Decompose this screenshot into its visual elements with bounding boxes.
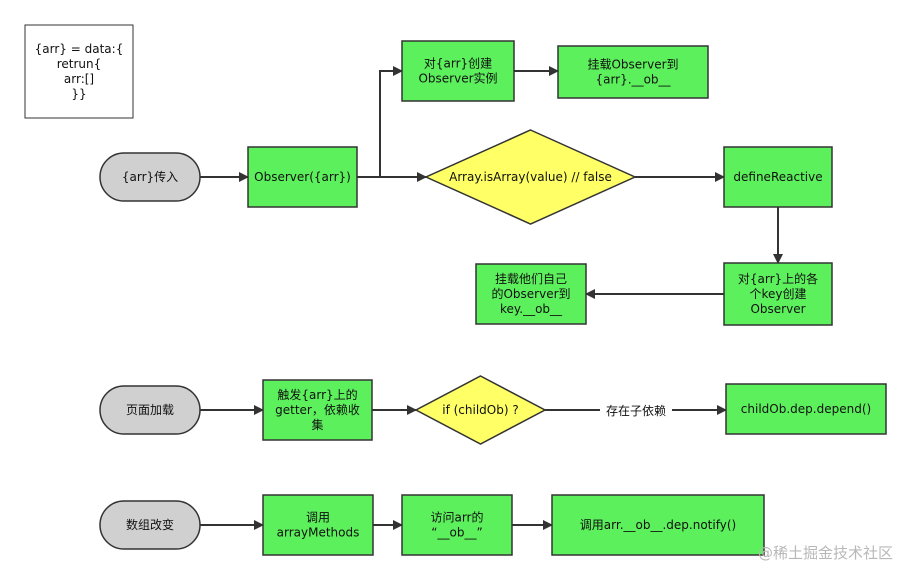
node-visit-arr-ob-label: 访问arr的: [430, 510, 483, 525]
edge-label-bg: [600, 402, 672, 419]
node-trigger-getter-label: 触发{arr}上的: [277, 387, 357, 402]
node-page-load-shape: [99, 385, 201, 435]
node-define-reactive-label: defineReactive: [733, 170, 822, 184]
node-trigger-getter-label: getter，依赖收: [275, 402, 360, 417]
node-define-reactive: defineReactive: [723, 146, 833, 208]
node-array-change-shape: [99, 500, 201, 550]
decision-if-child-ob-label: if (childOb) ?: [442, 403, 518, 417]
node-dep-notify: 调用arr.__ob__.dep.notify(): [551, 494, 765, 556]
node-visit-arr-ob: 访问arr的“__ob__”: [401, 494, 513, 556]
node-observer: Observer({arr}): [247, 146, 358, 208]
node-dep-notify-shape: [551, 494, 765, 556]
decision-if-child-ob: if (childOb) ?: [414, 375, 547, 445]
node-array-change: 数组改变: [99, 500, 201, 550]
node-call-array-methods-shape: [262, 494, 374, 556]
watermark: @稀土掘金技术社区: [758, 544, 893, 562]
node-create-key-observers-label: Observer: [750, 302, 805, 316]
node-call-array-methods-label: arrayMethods: [277, 526, 360, 540]
edge-label-child-dep: 存在子依赖: [606, 403, 666, 418]
edges: [200, 66, 783, 530]
node-call-array-methods-label: 调用: [306, 511, 330, 525]
node-arr-input: {arr}传入: [99, 152, 201, 202]
node-dep-notify-label: 调用arr.__ob__.dep.notify(): [580, 518, 736, 532]
note-data-definition-shape: [24, 24, 134, 119]
node-page-load: 页面加载: [99, 385, 201, 435]
node-visit-arr-ob-label: “__ob__”: [431, 526, 482, 540]
node-visit-arr-ob-shape: [401, 494, 513, 556]
node-trigger-getter-label: 集: [311, 417, 323, 432]
node-create-key-observers-label: 个key创建: [749, 287, 806, 301]
node-mount-key-observers-label: 挂载他们自己: [495, 271, 567, 286]
node-create-observer-instance-shape: [401, 40, 515, 102]
note-data-definition: {arr} = data:{retrun{arr:[]}}: [24, 24, 134, 119]
decision-is-array-shape: [424, 129, 637, 225]
node-mount-observer-shape: [557, 45, 709, 99]
node-define-reactive-shape: [723, 146, 833, 208]
note-data-definition-label: }}: [71, 87, 86, 101]
note-data-definition-label: {arr} = data:{: [35, 42, 124, 56]
node-observer-label: Observer({arr}): [254, 170, 351, 184]
node-child-dep-depend: childOb.dep.depend(): [725, 383, 887, 435]
note-data-definition-label: arr:[]: [64, 72, 94, 86]
node-mount-observer-label: {arr}.__ob__: [595, 73, 671, 87]
node-create-key-observers-label: 对{arr}上的各: [738, 271, 818, 286]
decision-if-child-ob-shape: [414, 375, 547, 445]
node-mount-observer-label: 挂载Observer到: [587, 58, 678, 72]
node-mount-key-observers-label: key.__ob__: [500, 302, 563, 316]
decision-is-array: Array.isArray(value) // false: [424, 129, 637, 225]
node-observer-shape: [247, 146, 358, 208]
node-trigger-getter-shape: [262, 379, 373, 441]
note-data-definition-label: retrun{: [57, 57, 102, 71]
node-create-observer-instance-label: Observer实例: [418, 71, 497, 86]
node-array-change-label: 数组改变: [126, 517, 174, 532]
node-child-dep-depend-shape: [725, 383, 887, 435]
edge-observer-to-create-instance: [357, 66, 403, 178]
node-child-dep-depend-label: childOb.dep.depend(): [741, 402, 871, 416]
node-page-load-label: 页面加载: [126, 403, 174, 417]
decision-is-array-label: Array.isArray(value) // false: [449, 170, 612, 184]
node-create-key-observers-shape: [723, 262, 833, 326]
node-create-observer-instance-label: 对{arr}创建: [424, 57, 492, 71]
node-arr-input-label: {arr}传入: [122, 169, 178, 184]
node-mount-observer: 挂载Observer到{arr}.__ob__: [557, 45, 709, 99]
node-mount-key-observers-label: 的Observer到: [491, 286, 570, 301]
node-mount-key-observers-shape: [475, 263, 587, 325]
node-arr-input-shape: [99, 152, 201, 202]
